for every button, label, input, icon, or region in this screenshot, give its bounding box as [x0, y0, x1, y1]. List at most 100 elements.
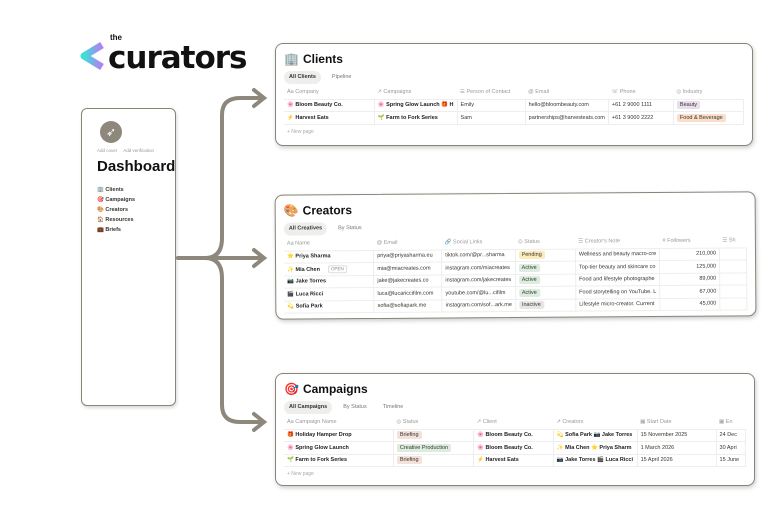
creators-cell[interactable]: 💫 Sofia Park 📷 Jake Torres	[553, 429, 638, 442]
add-verification-link[interactable]: Add verification	[123, 148, 155, 153]
new-page-button[interactable]: + New page	[287, 128, 314, 135]
column-header[interactable]: ↗ Client	[473, 416, 554, 430]
status-cell[interactable]: Pending	[515, 248, 576, 262]
column-header[interactable]: ◎ Status	[393, 416, 474, 430]
status-cell[interactable]: Active	[515, 261, 576, 275]
column-header[interactable]: ☰ Person of Contact	[457, 86, 526, 100]
social-link-cell[interactable]: tiktok.com/@pr...sharma	[441, 249, 516, 263]
link-creators[interactable]: 🎨 Creators	[97, 207, 129, 213]
column-header[interactable]: ☰ Sh	[719, 234, 747, 248]
client-cell[interactable]: 🌸 Bloom Beauty Co.	[473, 429, 554, 442]
email-cell[interactable]: jake@jakecreates.co	[373, 274, 442, 288]
tab-timeline[interactable]: Timeline	[382, 404, 404, 410]
add-cover-link[interactable]: Add cover	[97, 148, 118, 153]
link-resources[interactable]: 🏠 Resources	[97, 217, 134, 223]
tab-by-status[interactable]: By Status	[343, 404, 367, 410]
campaign-name-cell[interactable]: 🌱 Farm to Fork Series	[284, 454, 394, 467]
column-header[interactable]: Aa Campaign Name	[284, 416, 394, 430]
end-date-cell: 24 Dec	[716, 429, 747, 442]
note-cell: Food storytelling on YouTube. L	[575, 285, 660, 299]
column-header[interactable]: @ Email	[525, 86, 609, 100]
email-cell[interactable]: priya@priyasharma.eu	[373, 249, 442, 263]
tab-pipeline[interactable]: Pipeline	[331, 74, 352, 80]
palette-icon: 🎨	[283, 203, 299, 218]
column-header[interactable]: ▦ En	[716, 416, 746, 430]
column-header[interactable]: ↗ Campaigns	[374, 86, 458, 100]
email-cell[interactable]: partnerships@harvesteats.com	[525, 111, 609, 125]
column-header[interactable]: @ Email	[373, 236, 442, 250]
column-header[interactable]: ☏ Phone	[608, 86, 674, 100]
logo-small: the	[110, 33, 122, 42]
social-link-cell[interactable]: instagram.com/miacreates	[441, 261, 516, 275]
social-link-cell[interactable]: youtube.com/@lu...cifilm	[441, 286, 516, 300]
link-briefs[interactable]: 💼 Briefs	[97, 227, 121, 233]
campaign-name-cell[interactable]: 🎁 Holiday Hamper Drop	[284, 429, 394, 442]
status-cell[interactable]: Briefing	[393, 429, 475, 442]
new-page-button[interactable]: + New page	[287, 471, 314, 477]
tab-all-creatives[interactable]: All Creatives	[283, 222, 328, 236]
email-cell[interactable]: mia@miacreates.com	[373, 262, 442, 275]
status-cell[interactable]: Active	[515, 273, 576, 287]
dashboard-links: 🏢 Clients 🎯 Campaigns 🎨 Creators 🏠 Resou…	[97, 185, 135, 235]
status-cell[interactable]: Active	[515, 286, 576, 300]
email-cell[interactable]: hello@bloombeauty.com	[525, 99, 609, 112]
column-header[interactable]: 🔗 Social Links	[441, 236, 516, 250]
clients-table: Aa Company↗ Campaigns☰ Person of Contact…	[284, 86, 745, 125]
column-header[interactable]: Aa Name	[283, 236, 374, 251]
creators-cell[interactable]: 📷 Jake Torres 🎬 Luca Ricci	[553, 454, 638, 467]
status-cell[interactable]: Inactive	[515, 298, 576, 312]
company-cell[interactable]: 🌸 Bloom Beauty Co.	[284, 99, 375, 112]
name-cell[interactable]: 💫 Sofia Park	[284, 299, 375, 314]
compass-icon[interactable]: ➶	[100, 121, 122, 143]
company-icon: ⚡	[287, 114, 294, 121]
page-title[interactable]: Dashboard	[97, 158, 176, 175]
industry-cell[interactable]: Beauty	[673, 99, 745, 112]
open-button[interactable]: OPEN	[327, 264, 347, 274]
column-header[interactable]: ↗ Creators	[553, 416, 638, 430]
campaigns-cell[interactable]: 🌱 Farm to Fork Series	[374, 111, 458, 125]
logo-big: curators	[108, 40, 248, 76]
creator-name: Mia Chen	[295, 266, 320, 273]
social-link-cell[interactable]: instagram.com/sof...ark.me	[442, 299, 516, 313]
name-cell[interactable]: ⭐ Priya Sharma	[283, 249, 374, 264]
social-link-cell[interactable]: instagram.com/jakecreates	[441, 274, 516, 288]
column-header[interactable]: ☰ Creator's Note	[575, 234, 660, 249]
email-cell[interactable]: luca@lucariccifilm.com	[373, 287, 443, 300]
campaign-icon: 🎁	[287, 432, 294, 439]
company-name: Bloom Beauty Co.	[295, 102, 343, 109]
tab-all-clients[interactable]: All Clients	[284, 71, 321, 84]
company-icon: 🌸	[287, 102, 294, 109]
tab-by-status[interactable]: By Status	[338, 225, 362, 232]
company-cell[interactable]: ⚡ Harvest Eats	[284, 111, 375, 125]
table-row[interactable]: 🌸 Bloom Beauty Co.🌸 Spring Glow Launch 🎁…	[284, 99, 745, 112]
status-cell[interactable]: Briefing	[393, 454, 475, 467]
name-cell[interactable]: 🎬 Luca Ricci	[284, 287, 375, 301]
column-header[interactable]: ▦ Start Date	[637, 416, 717, 430]
industry-cell[interactable]: Food & Beverage	[673, 111, 745, 125]
column-header[interactable]: ◎ Industry	[673, 86, 744, 100]
status-cell[interactable]: Creative Production	[393, 441, 475, 455]
client-cell[interactable]: ⚡ Harvest Eats	[473, 454, 554, 467]
tab-all-campaigns[interactable]: All Campaigns	[284, 401, 333, 414]
status-badge: Creative Production	[396, 443, 452, 452]
email-cell[interactable]: sofia@sofiapark.me	[374, 299, 443, 313]
column-header[interactable]: # Followers	[659, 234, 720, 248]
phone-cell[interactable]: +61 2 9000 1111	[608, 99, 674, 112]
campaign-name-cell[interactable]: 🌸 Spring Glow Launch	[284, 441, 394, 455]
client-cell[interactable]: 🌸 Bloom Beauty Co.	[473, 441, 554, 455]
column-header[interactable]: ◎ Status	[514, 235, 576, 250]
column-header[interactable]: Aa Company	[284, 86, 375, 100]
campaigns-cell[interactable]: 🌸 Spring Glow Launch 🎁 H	[374, 99, 458, 112]
name-cell[interactable]: 📷 Jake Torres	[284, 274, 374, 289]
link-campaigns[interactable]: 🎯 Campaigns	[97, 197, 136, 203]
link-clients[interactable]: 🏢 Clients	[97, 187, 124, 193]
phone-cell[interactable]: +61 3 9000 2222	[608, 111, 674, 125]
creators-cell[interactable]: ✨ Mia Chen ⭐ Priya Sharm	[553, 441, 638, 455]
